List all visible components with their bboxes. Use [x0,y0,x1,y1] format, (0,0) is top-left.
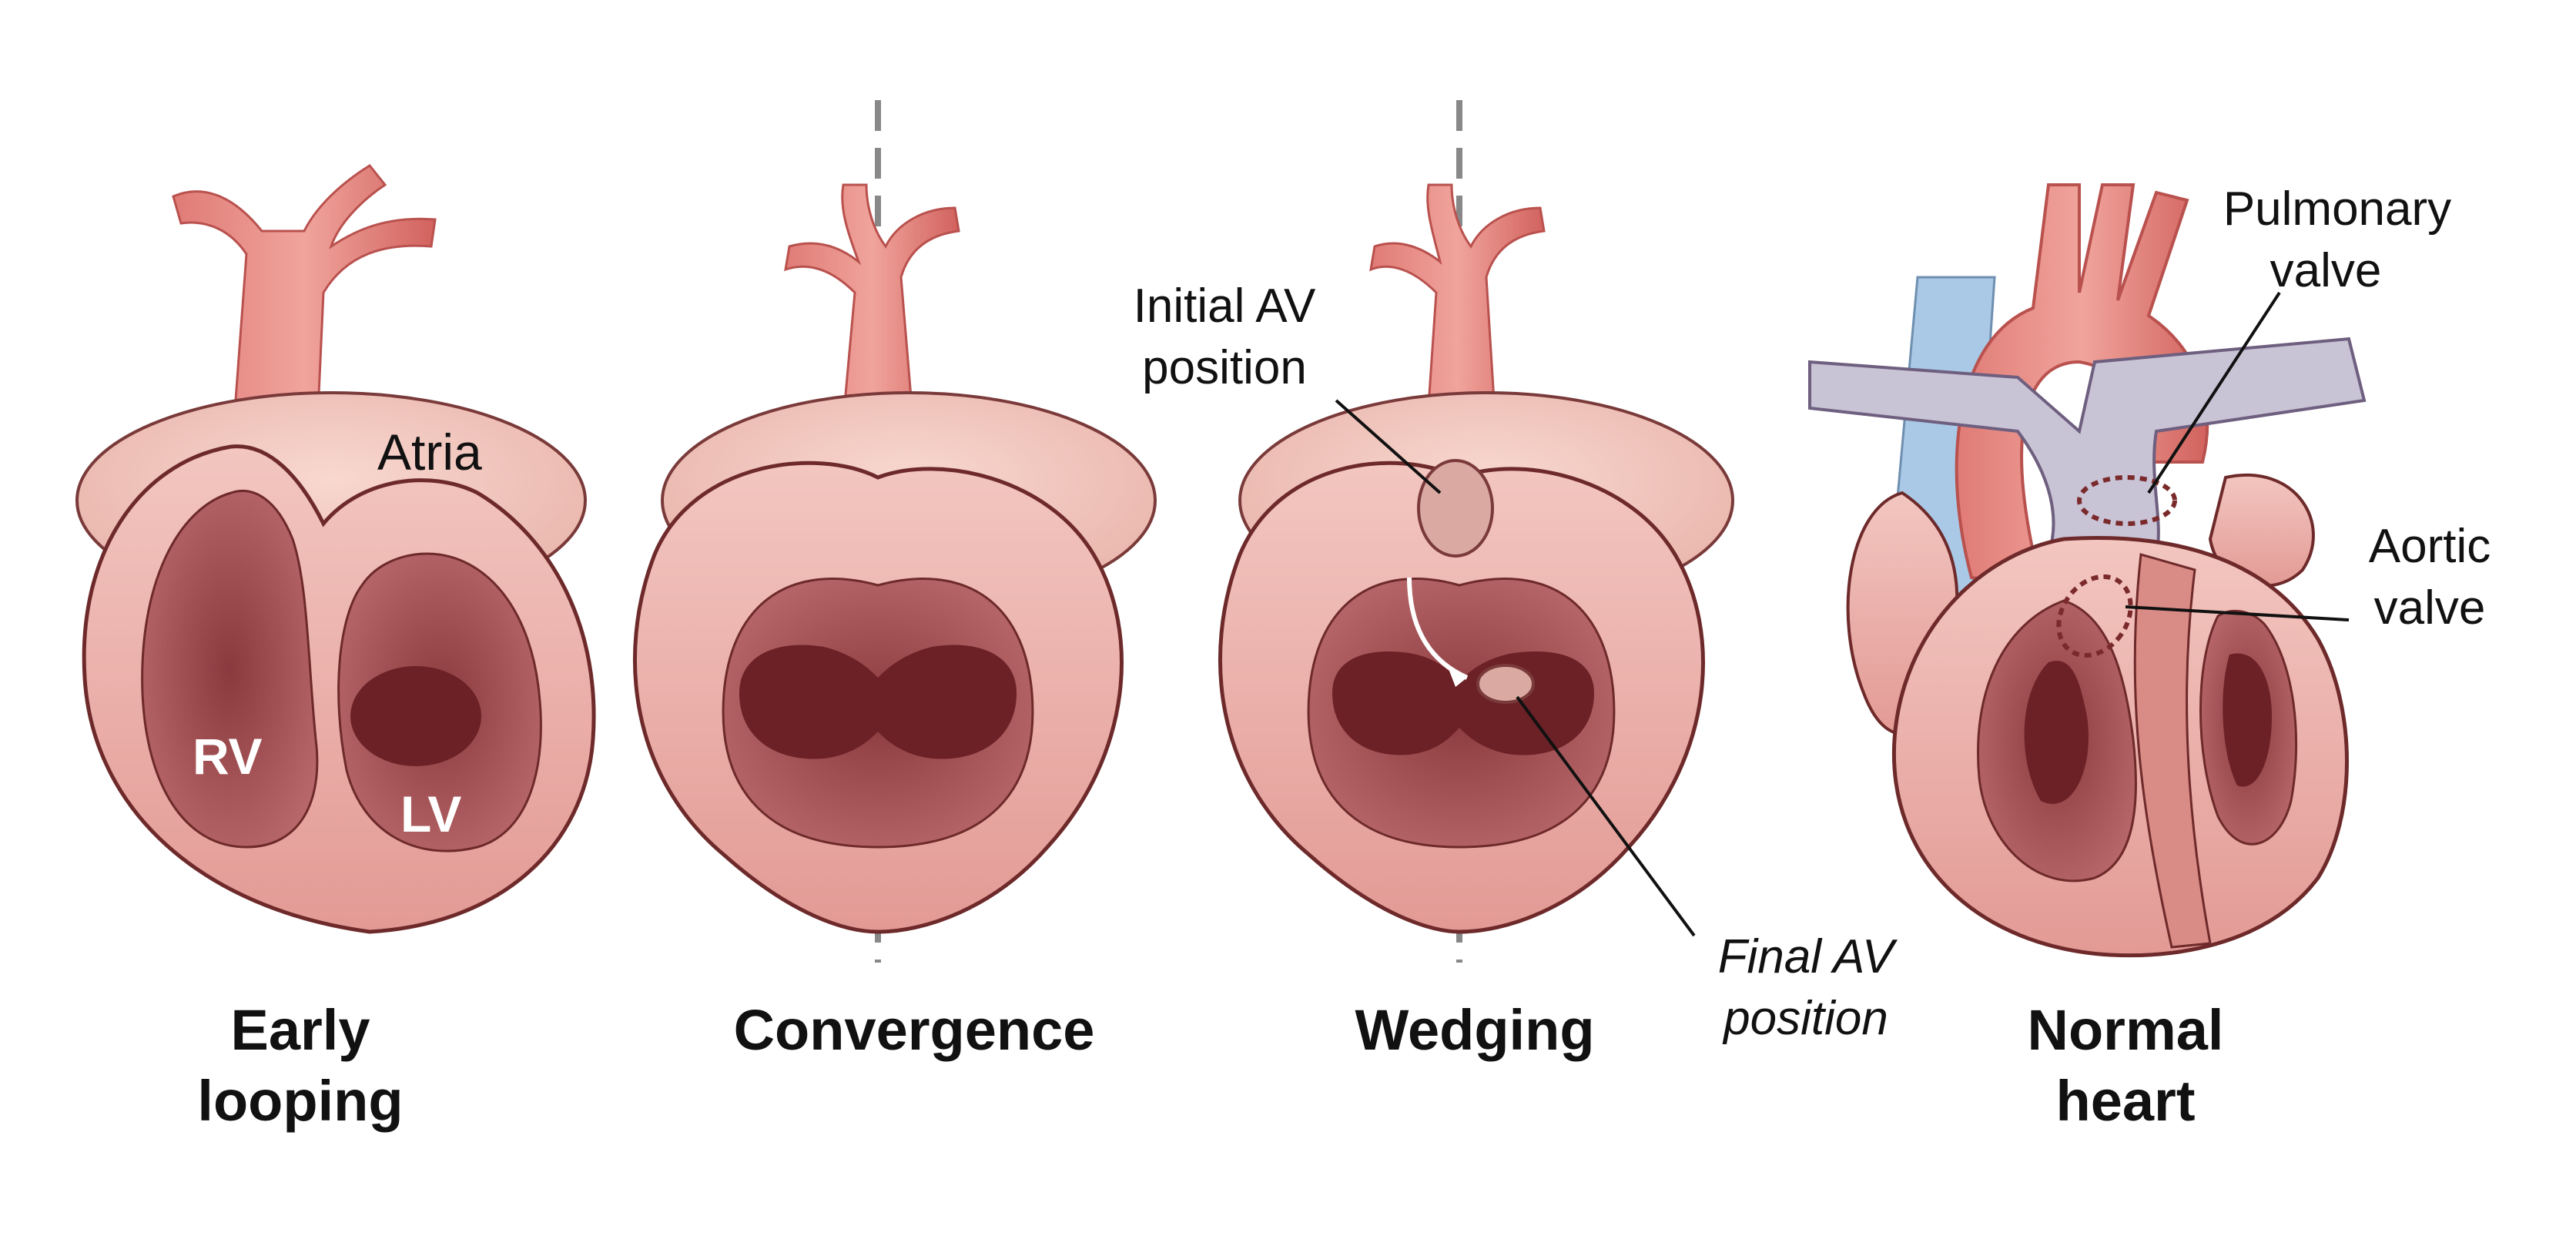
final-av-position-marker [1476,664,1535,704]
aortic-valve-label-line1: Aortic [2369,520,2491,573]
panel-title-normal-heart: Normal [2028,998,2224,1062]
initial-av-label-line2: position [1142,341,1307,394]
outflow-tract [784,183,960,464]
panel-title-wedging: Wedging [1355,998,1594,1062]
av-shift-arrowhead [1448,667,1467,687]
final-av-label-line2: position [1722,992,1888,1045]
panel-normal-heart: Pulmonary valve Aortic valve Normal hear… [1808,183,2491,1133]
final-av-label-line1: Final AV [1718,930,1898,983]
panel-wedging: Initial AV position Final AV position We… [1134,100,1898,1062]
aortic-valve-marker [2056,574,2133,658]
rv-cavity [141,490,319,849]
initial-av-position-marker [1417,459,1494,558]
panel-title-convergence: Convergence [734,998,1095,1062]
panel-title-normal-heart-line2: heart [2056,1069,2196,1133]
rv-opening [2024,661,2089,804]
pulmonary-valve-leader [2147,291,2281,494]
panel-title-early-looping-line2: looping [197,1069,403,1133]
outflow-tract [172,164,437,464]
panel-title-early-looping: Early [230,998,370,1062]
final-av-leader [1516,695,1696,937]
cavity-opening [739,645,1017,759]
outflow-tract [1369,183,1546,464]
pulmonary-valve-label-line2: valve [2270,244,2382,297]
panel-convergence: Convergence [632,100,1157,1062]
aortic-valve-leader [2125,605,2350,621]
lv-label: LV [400,785,461,842]
panel-early-looping: Atria RV LV Early looping [75,164,596,1133]
aortic-valve-label-line2: valve [2374,581,2486,635]
pulmonary-valve-label-line1: Pulmonary [2223,183,2451,236]
lv-opening [2223,653,2272,787]
initial-av-leader [1335,399,1442,494]
pulmonary-valve-marker [2077,475,2177,526]
lv-opening [350,666,481,766]
rv-label: RV [193,728,263,785]
septum [2133,553,2212,949]
atria-label: Atria [377,424,482,481]
initial-av-label-line1: Initial AV [1134,280,1316,333]
